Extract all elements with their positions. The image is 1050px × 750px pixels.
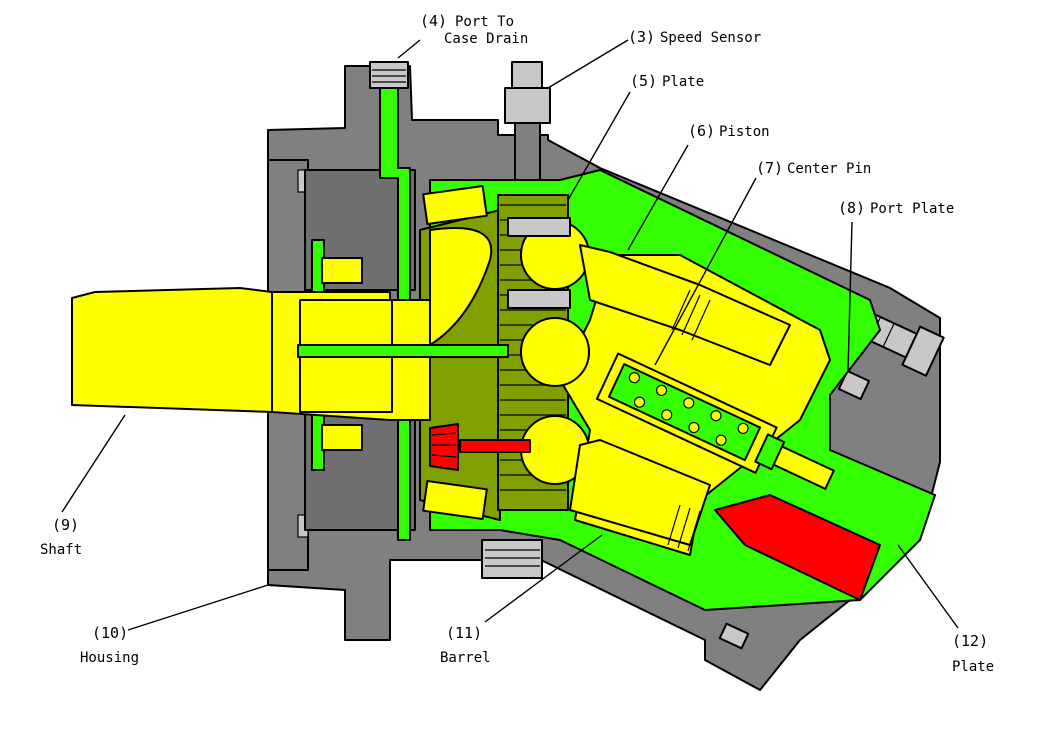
- callout-11-number: (11): [446, 624, 482, 642]
- center-pin: [595, 352, 835, 490]
- callout-8: (8) Port Plate: [838, 199, 954, 217]
- pressure-oil-line: [459, 439, 531, 453]
- callout-5-number: (5): [630, 72, 657, 90]
- callout-7-number: (7): [756, 159, 783, 177]
- callout-3: (3) Speed Sensor: [628, 28, 761, 46]
- callout-7-label: Center Pin: [787, 161, 871, 177]
- shaft-assembly: [71, 184, 509, 521]
- callout-9-label: Shaft: [40, 542, 82, 558]
- rear-pin: [718, 622, 750, 650]
- callout-5-label: Plate: [662, 74, 704, 90]
- roller-lower: [422, 479, 488, 521]
- callout-6-label: Piston: [719, 124, 770, 140]
- callout-12-label: Plate: [952, 659, 994, 675]
- callout-3-label: Speed Sensor: [660, 30, 761, 46]
- speed-sensor-body: [511, 61, 543, 89]
- speed-sensor-nut: [504, 87, 551, 124]
- callout-8-label: Port Plate: [870, 201, 954, 217]
- bearing-roller-top: [321, 257, 363, 284]
- pressure-passage: [429, 423, 881, 601]
- callout-9: (9) Shaft: [40, 516, 82, 558]
- plate-bolt-middle: [507, 289, 571, 309]
- shaft-flange: [429, 227, 493, 346]
- callout-10-label: Housing: [80, 650, 139, 666]
- callout-10: (10) Housing: [80, 624, 139, 666]
- high-pressure-port: [714, 494, 881, 601]
- callout-5: (5) Plate: [630, 72, 704, 90]
- relief-valve: [429, 423, 459, 471]
- piston-rings-upper: [671, 289, 711, 341]
- bottom-plug: [481, 539, 543, 579]
- callout-4-number: (4): [420, 12, 447, 30]
- callout-4-line2: Case Drain: [444, 31, 528, 47]
- piston-barrel: [507, 217, 835, 556]
- callout-4: (4) Port To Case Drain: [420, 12, 528, 47]
- callout-11-label: Barrel: [440, 650, 491, 666]
- piston-upper: [579, 244, 791, 366]
- plate-bolt-top: [507, 217, 571, 237]
- callout-7: (7) Center Pin: [756, 159, 871, 177]
- shaft-spline: [71, 287, 273, 413]
- callout-12-number: (12): [952, 632, 988, 650]
- callout-3-number: (3): [628, 28, 655, 46]
- callout-6-number: (6): [688, 122, 715, 140]
- bearing-roller-bottom: [321, 424, 363, 451]
- callout-9-number: (9): [52, 516, 79, 534]
- shaft-oil-hole: [297, 344, 509, 358]
- callout-12: (12) Plate: [952, 632, 994, 675]
- piston-lower: [569, 439, 711, 546]
- piston-rings-lower: [667, 504, 701, 552]
- callout-4-line1: Port To: [455, 14, 514, 30]
- callout-11: (11) Barrel: [440, 624, 491, 666]
- callout-6: (6) Piston: [688, 122, 770, 140]
- drain-passage: [379, 87, 411, 541]
- callout-8-number: (8): [838, 199, 865, 217]
- piston-ball-middle: [520, 317, 590, 387]
- roller-upper: [422, 184, 488, 226]
- drain-port-plug: [369, 61, 409, 89]
- port-plate-pin: [837, 369, 871, 401]
- callout-leaders: [61, 39, 959, 631]
- callout-10-number: (10): [92, 624, 128, 642]
